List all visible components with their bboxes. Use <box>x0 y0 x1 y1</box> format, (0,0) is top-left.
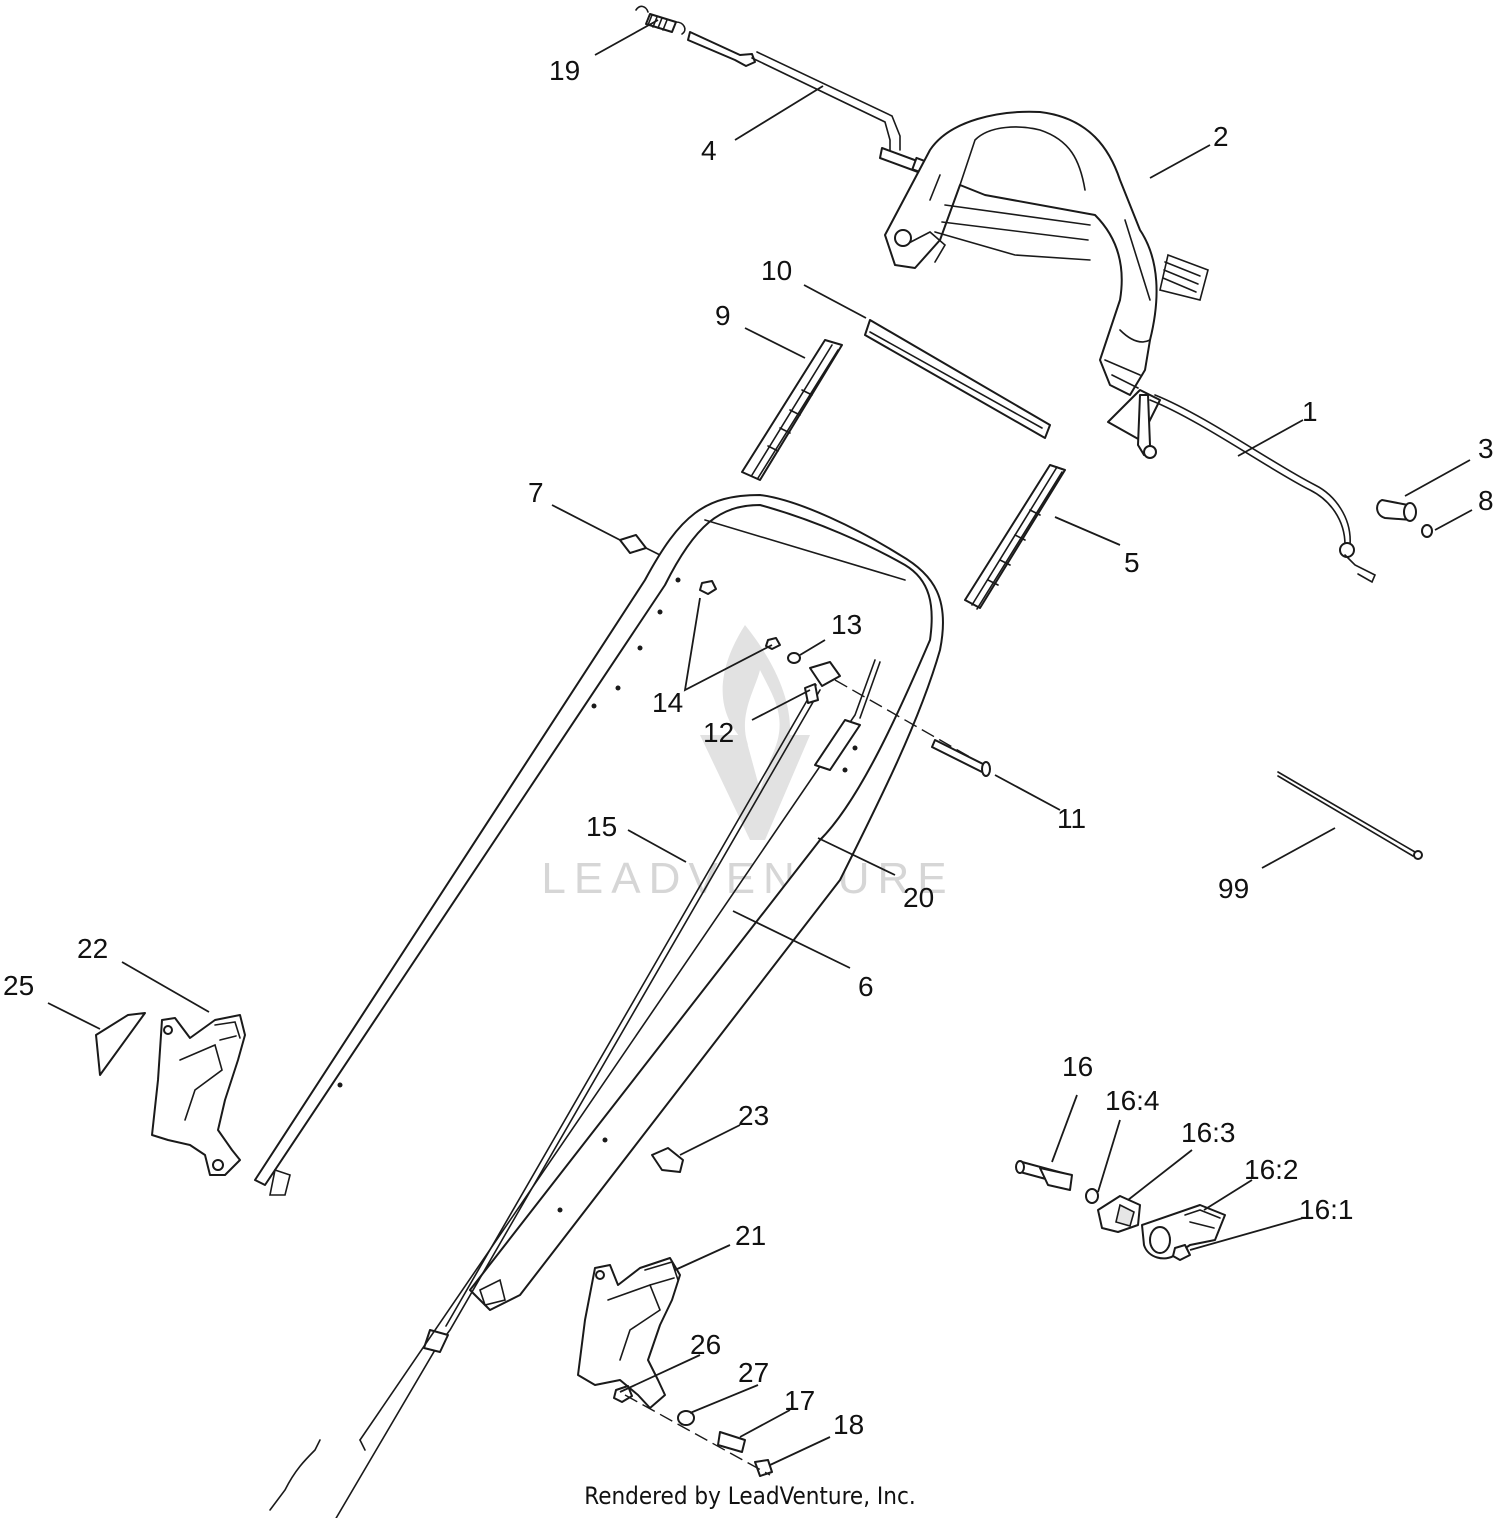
callout-5: 5 <box>1124 547 1140 578</box>
part-15-cable <box>269 684 821 1518</box>
part-13-washer <box>787 652 801 664</box>
part-16-2-knob <box>1141 1204 1226 1260</box>
callout-20: 20 <box>903 882 934 913</box>
part-99-cable-tie <box>1277 771 1423 860</box>
part-6-cable <box>359 659 881 1451</box>
part-16-1-nut <box>1172 1244 1191 1261</box>
part-9-handle-cover <box>741 339 843 481</box>
part-16-3-cam <box>1097 1195 1141 1233</box>
part-7-clip <box>619 534 661 556</box>
watermark-v-icon <box>700 735 810 840</box>
callout-7: 7 <box>528 477 544 508</box>
watermark-text: LEADVENTURE <box>541 854 954 903</box>
callout-14: 14 <box>652 687 683 718</box>
callout-22: 22 <box>77 933 108 964</box>
part-10-grip-strip <box>864 319 1051 439</box>
callout-16: 16 <box>1062 1051 1093 1082</box>
callout-25: 25 <box>3 970 34 1001</box>
callout-26: 26 <box>690 1329 721 1360</box>
callout-17: 17 <box>784 1385 815 1416</box>
callout-labels: 19 4 2 10 9 1 3 8 5 7 13 14 12 11 15 20 … <box>3 55 1494 1440</box>
part-22-left-bracket <box>151 1014 246 1176</box>
part-21-right-bracket <box>577 1257 681 1409</box>
callout-12: 12 <box>703 717 734 748</box>
callout-2: 2 <box>1213 121 1229 152</box>
callout-13: 13 <box>831 609 862 640</box>
part-4-control-rod <box>687 31 931 176</box>
render-credit: Rendered by LeadVenture, Inc. <box>584 1482 915 1510</box>
callout-6: 6 <box>858 971 874 1002</box>
part-11-bolt <box>834 679 991 777</box>
watermark: LEADVENTURE <box>541 625 954 903</box>
part-14-nut <box>699 580 781 650</box>
callout-8: 8 <box>1478 485 1494 516</box>
part-20-upper-handle-frame <box>254 494 945 1311</box>
part-18-nut <box>754 1459 773 1477</box>
part-2-upper-handle <box>884 110 1209 396</box>
part-16-4-spring <box>1085 1188 1099 1204</box>
callout-10: 10 <box>761 255 792 286</box>
part-5-handle-cover <box>964 464 1066 610</box>
part-17-bolt <box>717 1431 746 1453</box>
callout-4: 4 <box>701 135 717 166</box>
callout-19: 19 <box>549 55 580 86</box>
hardware-axis-line <box>624 1394 771 1476</box>
part-16-knob-assembly <box>1015 1160 1073 1191</box>
part-23-spacer <box>651 1147 684 1173</box>
callout-99: 99 <box>1218 873 1249 904</box>
part-25-decal <box>95 1012 146 1076</box>
callout-16-1: 16:1 <box>1299 1194 1354 1225</box>
part-8-washer <box>1421 524 1433 538</box>
callout-27: 27 <box>738 1357 769 1388</box>
callout-16-3: 16:3 <box>1181 1117 1236 1148</box>
callout-15: 15 <box>586 811 617 842</box>
part-27-washer <box>677 1410 695 1426</box>
leader-lines <box>47 19 1473 1466</box>
callout-18: 18 <box>833 1409 864 1440</box>
callout-3: 3 <box>1478 433 1494 464</box>
part-19-spring <box>635 5 686 35</box>
callout-9: 9 <box>715 300 731 331</box>
callout-23: 23 <box>738 1100 769 1131</box>
callout-16-2: 16:2 <box>1244 1154 1299 1185</box>
part-12-cable-clamp <box>804 661 841 704</box>
callout-11: 11 <box>1057 803 1086 834</box>
callout-16-4: 16:4 <box>1105 1085 1160 1116</box>
part-1-control-cable <box>1107 389 1377 584</box>
callout-21: 21 <box>735 1220 766 1251</box>
part-26-nut <box>613 1385 633 1403</box>
part-3-bushing <box>1376 499 1417 522</box>
callout-1: 1 <box>1302 396 1318 427</box>
